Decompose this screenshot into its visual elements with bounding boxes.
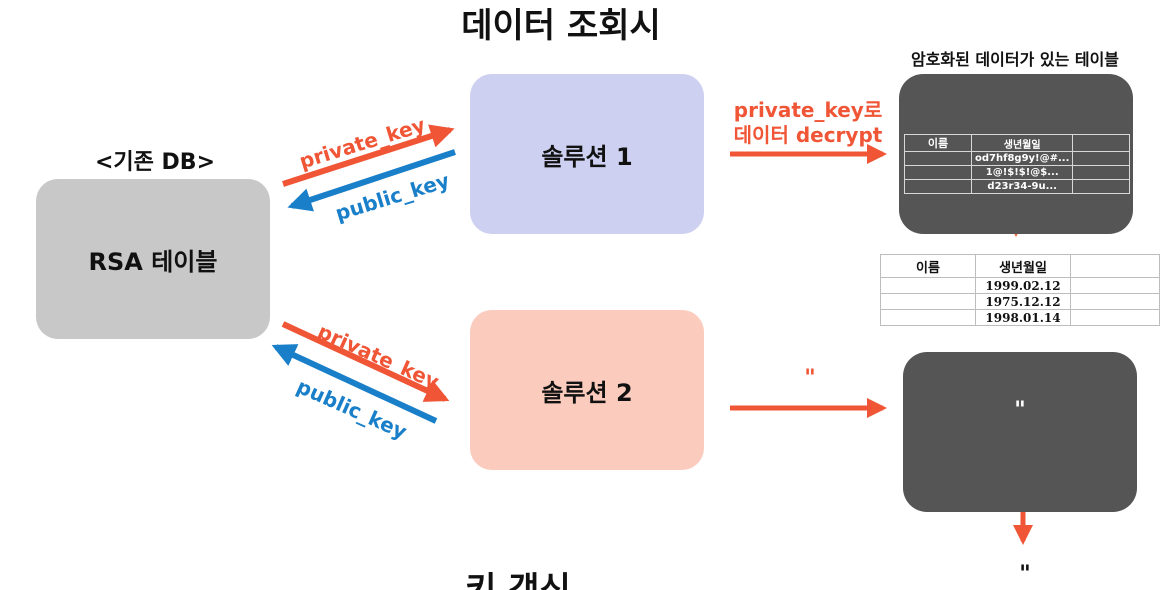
bottom-panel-ditto: " [1014, 398, 1026, 423]
diagram-title: 데이터 조회시 [461, 6, 661, 46]
bottom-panel: " [903, 352, 1137, 512]
table-row: 1@!$!$!@$... [904, 165, 1130, 180]
table-cell: 1999.02.12 [975, 277, 1071, 294]
decrypted-table-header: 이름 생년월일 [880, 254, 1160, 278]
table-cell [1072, 151, 1130, 166]
encrypted-table-header: 이름 생년월일 [904, 134, 1130, 152]
table-cell: d23r34-9u... [970, 179, 1074, 194]
table-cell [904, 165, 972, 180]
encrypted-table-title: 암호화된 데이터가 있는 테이블 [910, 50, 1120, 69]
encrypted-table: 이름 생년월일 od7hf8g9y!@#... 1@!$!$!@$... d23… [904, 134, 1130, 194]
public-key-arrow-bottom [271, 344, 438, 424]
private-key-arrow-bottom [281, 321, 450, 402]
private-key-arrow-top [282, 124, 455, 187]
table-cell: 1@!$!$!@$... [970, 165, 1074, 180]
table-cell [1070, 293, 1160, 310]
rsa-table-label: RSA 테이블 [88, 247, 218, 276]
existing-db-label: <기존 DB> [94, 150, 216, 175]
bottom-title: 키 갱신 [465, 570, 571, 590]
encrypted-header-name: 이름 [904, 134, 972, 152]
table-cell [1070, 309, 1160, 326]
decrypt-label: private_key로 데이터 decrypt [718, 98, 898, 148]
table-cell: 1998.01.14 [975, 309, 1071, 326]
decrypt-label-line2: 데이터 decrypt [733, 123, 883, 147]
decrypted-header-extra [1070, 254, 1160, 278]
decrypt-ditto: " [804, 366, 816, 391]
decrypt-label-line1: private_key로 [733, 98, 883, 122]
table-row: od7hf8g9y!@#... [904, 151, 1130, 166]
result-ditto: " [1019, 562, 1031, 587]
table-cell [904, 179, 972, 194]
solution1-node: 솔루션 1 [470, 74, 704, 234]
public-key-arrow-top [287, 149, 456, 212]
decrypted-table: 이름 생년월일 1999.02.12 1975.12.12 1998.01.14 [880, 254, 1160, 326]
table-cell [880, 293, 976, 310]
table-cell: od7hf8g9y!@#... [970, 151, 1074, 166]
rsa-table-node: RSA 테이블 [36, 179, 270, 339]
encrypted-header-extra [1072, 134, 1130, 152]
table-row: 1998.01.14 [880, 309, 1160, 326]
table-cell [1070, 277, 1160, 294]
table-row: 1975.12.12 [880, 293, 1160, 310]
decrypted-header-name: 이름 [880, 254, 976, 278]
table-cell [1072, 179, 1130, 194]
decrypted-header-birth: 생년월일 [975, 254, 1071, 278]
solution2-node: 솔루션 2 [470, 310, 704, 470]
encrypted-table-panel: 이름 생년월일 od7hf8g9y!@#... 1@!$!$!@$... d23… [899, 74, 1133, 234]
table-cell [880, 277, 976, 294]
table-cell [1072, 165, 1130, 180]
table-row: d23r34-9u... [904, 179, 1130, 194]
encrypted-header-birth: 생년월일 [970, 134, 1074, 152]
solution2-label: 솔루션 2 [541, 378, 633, 407]
table-cell [904, 151, 972, 166]
table-cell: 1975.12.12 [975, 293, 1071, 310]
table-row: 1999.02.12 [880, 277, 1160, 294]
solution1-label: 솔루션 1 [541, 142, 633, 171]
table-cell [880, 309, 976, 326]
